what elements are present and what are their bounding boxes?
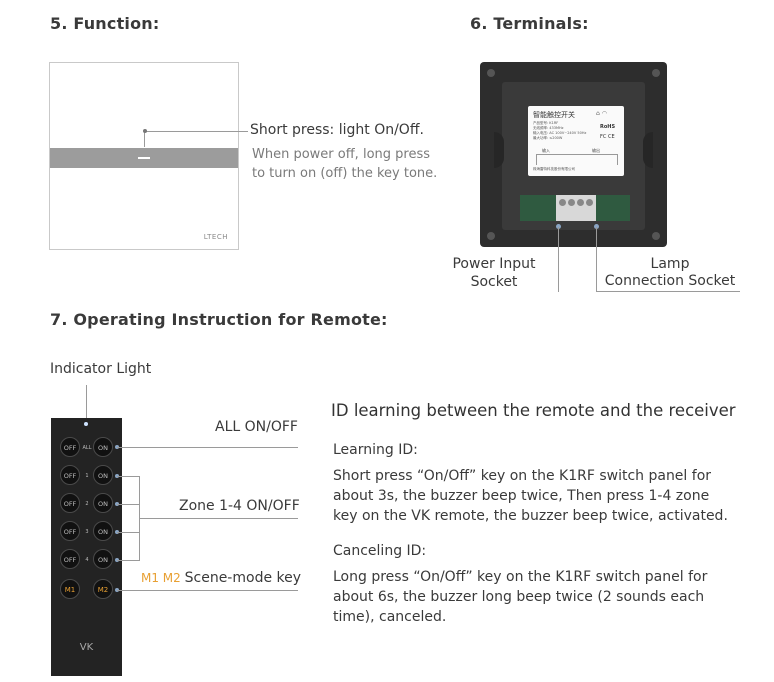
touch-key-indicator <box>138 157 150 159</box>
scene-m-keys: M1 M2 <box>141 571 181 585</box>
home-wifi-icon: ⌂ ◠ <box>596 110 607 117</box>
zone2-off-button[interactable]: OFF <box>60 493 80 513</box>
label-output: 输出 <box>592 148 600 153</box>
lamp-underline <box>596 291 740 292</box>
leader-dot <box>143 129 147 133</box>
label-company: 珠海雷特科技股份有限公司 <box>533 167 575 171</box>
learning-heading: Learning ID: <box>333 442 418 458</box>
zone3-on-button[interactable]: ON <box>93 521 113 541</box>
zone4-leader <box>117 560 139 561</box>
label-title: 智能触控开关 <box>533 111 575 119</box>
instructions-title: ID learning between the remote and the r… <box>331 401 736 420</box>
leader-vertical <box>144 131 145 147</box>
m1-button[interactable]: M1 <box>60 579 80 599</box>
zone2-leader <box>117 504 139 505</box>
indicator-light <box>84 422 88 426</box>
side-clip <box>643 132 653 168</box>
scene-mode-text: Scene-mode key <box>184 570 302 586</box>
wiring-diagram <box>536 154 618 165</box>
screw-icon <box>487 69 495 77</box>
terminals-heading: 6. Terminals: <box>470 14 589 33</box>
terminal-screw-icon <box>586 199 593 206</box>
all-on-off-label: ALL ON/OFF <box>215 419 298 435</box>
screw-icon <box>652 232 660 240</box>
zone4-on-button[interactable]: ON <box>93 549 113 569</box>
screw-icon <box>487 232 495 240</box>
zone-label: Zone 1-4 ON/OFF <box>179 498 300 514</box>
short-press-text: Short press: light On/Off. <box>250 122 424 138</box>
spec-label: 智能触控开关 ⌂ ◠ 产品型号: K1RF 无线频率: 433MHz 输入电压:… <box>528 106 624 176</box>
indicator-light-label: Indicator Light <box>50 361 152 377</box>
cancel-heading: Canceling ID: <box>333 543 427 559</box>
zone4-off-button[interactable]: OFF <box>60 549 80 569</box>
power-input-leader <box>558 227 559 292</box>
zone3-label: 3 <box>85 529 89 535</box>
power-input-dot <box>556 224 561 229</box>
brand-logo: LTECH <box>203 233 228 241</box>
zone1-on-button[interactable]: ON <box>93 465 113 485</box>
remote-heading: 7. Operating Instruction for Remote: <box>50 310 388 329</box>
zone-leader <box>139 518 298 519</box>
cancel-paragraph: Long press “On/Off” key on the K1RF swit… <box>333 569 708 625</box>
terminal-block <box>556 195 596 221</box>
label-input: 输入 <box>542 148 550 153</box>
terminal-screw-icon <box>577 199 584 206</box>
zone3-leader <box>117 532 139 533</box>
touch-bar[interactable] <box>50 148 238 168</box>
rohs-mark: RoHS <box>600 124 616 130</box>
function-heading: 5. Function: <box>50 14 160 33</box>
switch-panel: LTECH <box>49 62 239 250</box>
all-off-button[interactable]: OFF <box>60 437 80 457</box>
zone1-label: 1 <box>85 473 89 479</box>
all-label: ALL <box>82 445 92 451</box>
zone3-off-button[interactable]: OFF <box>60 521 80 541</box>
all-on-leader <box>117 447 298 448</box>
label-rows: 产品型号: K1RF 无线频率: 433MHz 输入电压: AC 100V~24… <box>533 121 587 140</box>
power-off-line1: When power off, long press <box>252 147 430 162</box>
fc-ce-mark: FC CE <box>600 134 615 140</box>
m2-button[interactable]: M2 <box>93 579 113 599</box>
zone2-on-button[interactable]: ON <box>93 493 113 513</box>
zone2-label: 2 <box>85 501 89 507</box>
remote-model: VK <box>79 642 94 653</box>
power-input-label: Power Input Socket <box>452 256 536 290</box>
learning-paragraph: Short press “On/Off” key on the K1RF swi… <box>333 468 728 524</box>
terminal-screw-icon <box>568 199 575 206</box>
all-on-button[interactable]: ON <box>93 437 113 457</box>
leader-horizontal <box>144 131 248 132</box>
zone1-leader <box>117 476 139 477</box>
screw-icon <box>652 69 660 77</box>
zone1-off-button[interactable]: OFF <box>60 465 80 485</box>
lamp-leader <box>596 227 597 292</box>
zone4-label: 4 <box>85 557 89 563</box>
terminal-screw-icon <box>559 199 566 206</box>
vk-remote: OFF ALL ON OFF 1 ON OFF 2 ON OFF 3 ON OF… <box>51 418 122 676</box>
lamp-dot <box>594 224 599 229</box>
terminal-back-panel: 智能触控开关 ⌂ ◠ 产品型号: K1RF 无线频率: 433MHz 输入电压:… <box>480 62 667 247</box>
power-off-line2: to turn on (off) the key tone. <box>252 166 438 181</box>
scene-label: M1 M2 Scene-mode key <box>141 570 301 586</box>
lamp-socket-label: Lamp Connection Socket <box>604 256 736 289</box>
side-clip <box>494 132 504 168</box>
scene-leader <box>117 590 298 591</box>
indicator-leader <box>86 385 87 423</box>
